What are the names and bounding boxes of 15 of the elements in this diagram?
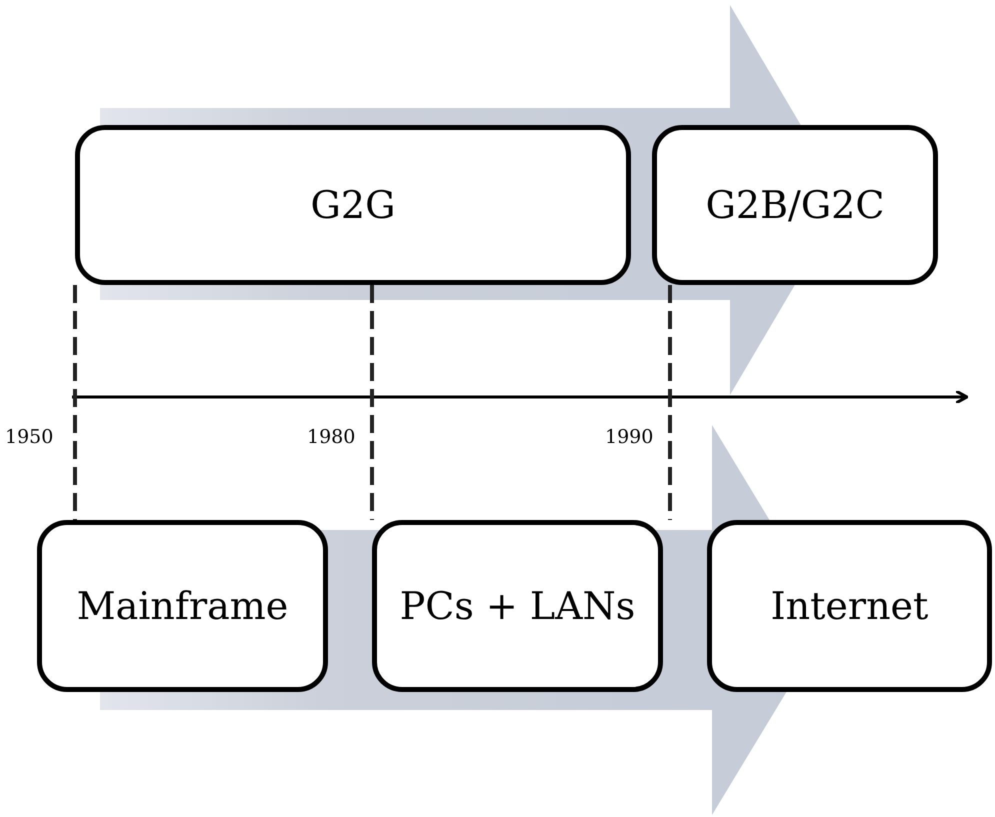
box-label: Internet	[770, 584, 928, 628]
period-box	[652, 125, 938, 285]
dashed-connector	[73, 285, 77, 520]
year-label: 1980	[307, 426, 356, 448]
box-label: G2B/G2C	[706, 183, 884, 227]
box-label: PCs + LANs	[400, 584, 636, 628]
dashed-connector	[370, 285, 374, 520]
technology-box	[37, 520, 328, 692]
technology-box	[372, 520, 663, 692]
box-label: G2G	[310, 183, 396, 227]
period-box	[75, 125, 631, 285]
technology-box	[707, 520, 992, 692]
box-label: Mainframe	[76, 584, 288, 628]
year-label: 1950	[5, 426, 54, 448]
year-label: 1990	[605, 426, 654, 448]
